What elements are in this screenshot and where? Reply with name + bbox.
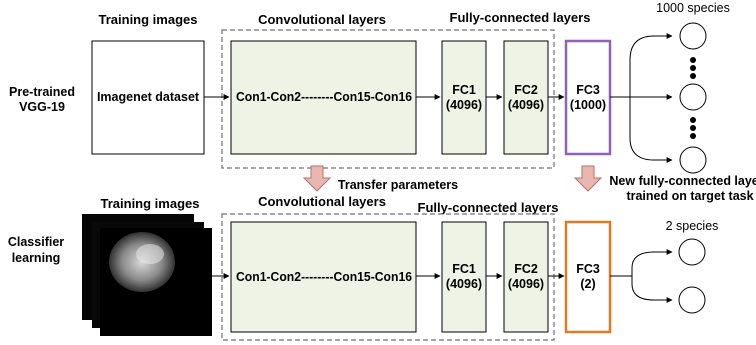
bottom-output-node-2 xyxy=(678,286,706,314)
top-fc1-label: FC1 xyxy=(452,83,476,97)
top-row-label-line2: VGG-19 xyxy=(19,100,65,114)
new-layers-note-line2: trained on target task xyxy=(626,189,753,203)
top-output-node-1 xyxy=(679,22,707,50)
top-ellipsis-dot xyxy=(690,117,696,123)
bottom-header-training-images: Training images xyxy=(101,196,200,211)
bottom-fc1-units: (4096) xyxy=(446,277,482,291)
top-ellipsis-dot xyxy=(690,73,696,79)
transfer-arrow-fc xyxy=(573,165,603,192)
bottom-header-conv-layers: Convolutional layers xyxy=(258,194,386,209)
top-output-bracket xyxy=(629,35,655,161)
top-fc3-box xyxy=(564,39,612,156)
bottom-row-label-line1: Classifier xyxy=(8,235,64,249)
transfer-section: Transfer parameters New fully-connected … xyxy=(302,165,756,203)
top-header-conv-layers: Convolutional layers xyxy=(258,12,386,27)
top-ellipsis-dot xyxy=(690,133,696,139)
bottom-fc3-box xyxy=(564,220,612,334)
bottom-fc2-units: (4096) xyxy=(508,277,544,291)
top-fc2-units: (4096) xyxy=(508,98,544,112)
bottom-output-label: 2 species xyxy=(666,219,719,233)
top-input-label: Imagenet dataset xyxy=(97,90,200,104)
top-ellipsis-dot xyxy=(690,125,696,131)
transfer-parameters-label: Transfer parameters xyxy=(338,178,458,192)
bottom-fc2-box xyxy=(503,221,549,333)
top-ellipsis-dot xyxy=(690,65,696,71)
top-header-training-images: Training images xyxy=(99,12,198,27)
bottom-fc3-label: FC3 xyxy=(576,262,600,276)
bottom-output-node-1 xyxy=(678,238,706,266)
transfer-arrow-conv xyxy=(302,165,332,192)
top-output-label: 1000 species xyxy=(656,1,730,15)
top-conv-label: Con1-Con2--------Con15-Con16 xyxy=(236,90,412,104)
new-layers-note-line1: New fully-connected layers xyxy=(609,174,756,188)
top-conv-panel xyxy=(230,40,417,155)
top-header-fc-layers: Fully-connected layers xyxy=(450,10,591,25)
top-fc1-units: (4096) xyxy=(446,98,482,112)
bottom-fc3-units: (2) xyxy=(580,277,595,291)
top-row-label-line1: Pre-trained xyxy=(9,85,75,99)
bottom-fc1-box xyxy=(441,221,487,333)
top-input-box xyxy=(91,40,205,155)
top-fc2-label: FC2 xyxy=(514,83,538,97)
top-row: Pre-trained VGG-19 Training images Convo… xyxy=(9,1,730,174)
top-fc3-label: FC3 xyxy=(576,83,600,97)
training-image-stack xyxy=(82,214,212,336)
bottom-fc2-label: FC2 xyxy=(514,262,538,276)
bottom-fc1-label: FC1 xyxy=(452,262,476,276)
top-fc1-box xyxy=(441,40,487,155)
top-fc3-units: (1000) xyxy=(570,98,606,112)
bottom-row-label-line2: learning xyxy=(12,251,61,265)
top-dashed-container xyxy=(221,29,555,169)
bottom-output-bracket xyxy=(631,251,655,301)
bottom-conv-label: Con1-Con2--------Con15-Con16 xyxy=(236,270,412,284)
top-output-node-2 xyxy=(679,83,707,111)
top-output-node-3 xyxy=(679,146,707,174)
bottom-dashed-container xyxy=(221,213,555,341)
bottom-conv-panel xyxy=(230,221,417,333)
top-ellipsis-dot xyxy=(690,57,696,63)
bottom-header-fc-layers: Fully-connected layers xyxy=(418,200,559,215)
bottom-row: Classifier learning Training images Conv… xyxy=(8,194,719,341)
